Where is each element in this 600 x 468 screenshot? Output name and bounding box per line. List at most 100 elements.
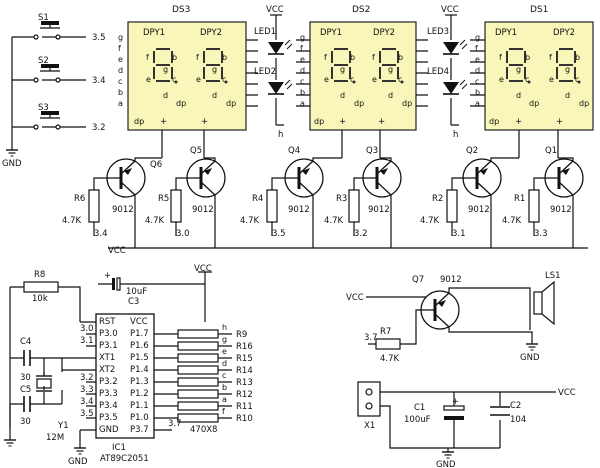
svg-text:a: a [475,99,480,108]
x1-label: X1 [364,421,375,431]
r1-net: 3.3 [534,229,548,239]
svg-text:g: g [565,65,570,74]
svg-text:XT1: XT1 [99,353,115,363]
capacitor-c1: + C1 100uF [404,397,465,425]
svg-text:f: f [549,53,552,62]
svg-text:a: a [118,99,123,108]
svg-text:e: e [372,75,377,84]
svg-text:b: b [172,53,177,62]
switch-s2[interactable]: S2 3.4 [20,56,106,86]
svg-text:g: g [475,33,480,42]
svg-text:c: c [525,75,529,84]
ds1-plus-1: + [515,117,522,127]
svg-text:b: b [350,53,355,62]
svg-text:a: a [222,395,227,404]
svg-text:dp: dp [226,99,236,108]
r3-value: 4.7K [324,216,344,226]
led-left-node: h [278,130,283,140]
svg-text:P3.3: P3.3 [99,389,118,399]
r5-label: R5 [158,194,169,204]
svg-text:f: f [196,53,199,62]
svg-text:P1.4: P1.4 [130,365,149,375]
r7-net: 3.7 [364,333,378,343]
svg-text:c: c [222,75,226,84]
switch-s1[interactable]: S1 3.5 [20,13,106,43]
svg-text:f: f [146,53,149,62]
y1-value: 12M [46,433,64,443]
r1-label: R1 [514,194,525,204]
driver-row: VCC Q6 9012 R6 4.7K 3.4 Q5 9012 R5 4.7K … [62,130,588,256]
r5-net: 3.0 [176,229,190,239]
svg-text:3.0: 3.0 [80,324,94,334]
s3-net: 3.2 [92,123,106,133]
svg-text:b: b [575,53,580,62]
c3-label: C3 [128,297,139,307]
ds1-segment-pins: g f e d c b a dp [475,33,499,126]
c2-value: 104 [510,415,526,425]
svg-text:g: g [300,33,305,42]
svg-text:d: d [300,66,305,75]
ds3-box [127,21,247,131]
switch-s3[interactable]: S3 3.2 [20,103,106,133]
svg-text:b: b [525,53,530,62]
svg-text:e: e [475,55,480,64]
q7-type: 9012 [440,275,462,285]
svg-text:g: g [212,65,217,74]
led3: LED3 [427,27,468,55]
ds2-label: DS2 [352,5,370,15]
svg-text:P1.0: P1.0 [130,413,149,423]
svg-text:g: g [388,65,393,74]
q5-type: 9012 [192,205,214,215]
r1-value: 4.7K [502,216,522,226]
svg-text:R14: R14 [236,366,253,376]
r8-label: R8 [34,270,45,280]
power-section: X1 VCC + C1 100uF C2 104 GND [357,381,576,468]
svg-text:R10: R10 [236,414,253,424]
svg-text:d: d [388,91,393,100]
svg-text:c: c [475,77,479,86]
ds1-digit-segments: g f b e c d dp g f b e c d dp [499,53,589,108]
ds3-dpy1: DPY1 [143,28,165,38]
svg-text:d: d [222,359,227,368]
svg-text:P1.5: P1.5 [130,353,149,363]
connector-x1[interactable] [357,381,381,417]
svg-text:e: e [118,55,123,64]
q4-type: 9012 [288,205,310,215]
svg-text:P3.1: P3.1 [99,341,118,351]
display-ds3: DS3 DPY1 DPY2 + + g f e d c b a dp g f b… [118,5,247,131]
r7-value: 4.7K [380,354,400,364]
svg-text:P1.1: P1.1 [130,401,149,411]
r8-value: 10k [32,294,48,304]
ic1-left-nets: 3.0 3.1 3.2 3.3 3.4 3.5 [80,324,94,419]
r6-net: 3.4 [94,229,108,239]
s2-net: 3.4 [92,76,106,86]
q2-label: Q2 [466,146,478,156]
ic1-part: AT89C2051 [100,454,149,464]
transistor-q1: Q1 9012 R1 4.7K 3.3 [502,146,585,248]
q2-type: 9012 [468,205,490,215]
ic1-body [95,313,155,439]
svg-text:XT2: XT2 [99,365,115,375]
svg-text:P1.7: P1.7 [130,329,149,339]
q3-label: Q3 [366,146,378,156]
led2: LED2 [254,67,293,95]
res-array-net: 3.7 [168,419,182,429]
svg-text:R12: R12 [236,390,253,400]
svg-text:e: e [324,75,329,84]
svg-text:d: d [475,66,480,75]
svg-text:g: g [163,65,168,74]
svg-text:f: f [499,53,502,62]
r2-label: R2 [432,194,443,204]
c5-value: 30 [20,417,31,427]
svg-text:f: f [222,407,225,416]
ic1-left-pins: RST P3.0 P3.1 XT1 XT2 P3.2 P3.3 P3.4 P3.… [99,317,119,435]
ds3-segment-pins: g f e d c b a dp [118,33,144,126]
ds3-label: DS3 [172,5,190,15]
gnd-buzzer: GND [520,343,540,363]
gnd-switches: GND [2,149,22,169]
svg-text:dp: dp [489,117,499,126]
svg-text:P3.5: P3.5 [99,413,118,423]
gnd-xtal [3,404,17,447]
res-array-segment-nets: h g e d c b a f [222,323,227,416]
led-group-right: VCC LED3 LED4 h [427,5,468,140]
